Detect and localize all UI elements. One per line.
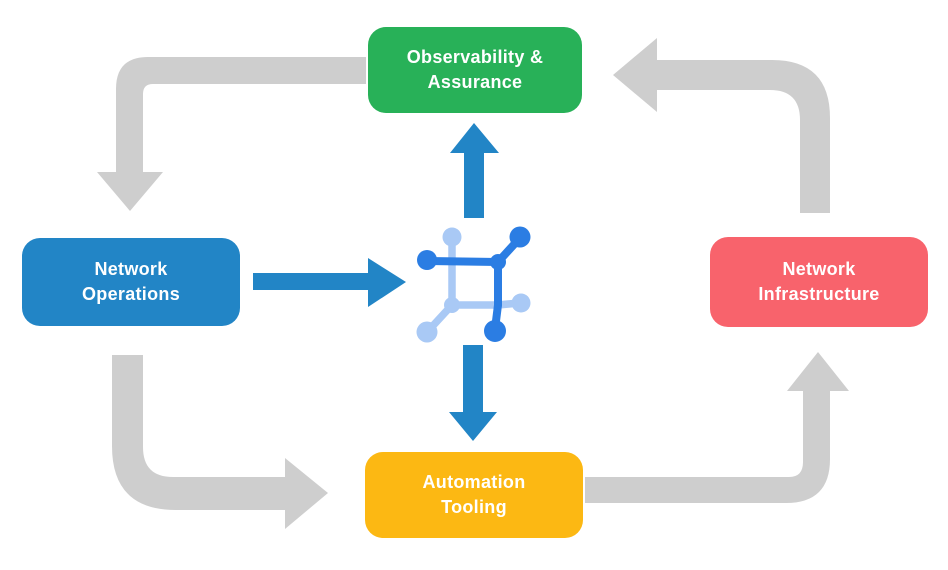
node-observability-assurance: Observability & Assurance [368, 27, 582, 113]
arrow-automation-to-infrastructure [585, 352, 849, 503]
arrow-icon-to-observability [450, 123, 499, 218]
node-label-line: Network [94, 259, 168, 279]
arrow-operations-to-automation [112, 355, 328, 529]
node-automation-tooling: Automation Tooling [365, 452, 583, 538]
arrow-observability-to-operations [97, 57, 366, 211]
node-label-line: Observability & [406, 47, 544, 67]
network-icon-light-nodes [416, 227, 531, 343]
node-label-line: Assurance [427, 72, 523, 92]
node-network-operations: Network Operations [22, 238, 240, 326]
arrow-icon-to-automation [449, 345, 497, 441]
node-label-line: Automation [422, 472, 526, 492]
node-label-line: Tooling [441, 497, 507, 517]
arrow-infrastructure-to-observability [613, 38, 830, 213]
node-label-line: Operations [81, 284, 181, 304]
node-label-line: Network [782, 259, 856, 279]
network-icon-dark-nodes [417, 226, 531, 342]
node-label-line: Infrastructure [758, 284, 880, 304]
arrow-operations-to-icon [253, 258, 406, 307]
network-nodes-icon [416, 226, 531, 343]
node-network-infrastructure: Network Infrastructure [710, 237, 928, 327]
